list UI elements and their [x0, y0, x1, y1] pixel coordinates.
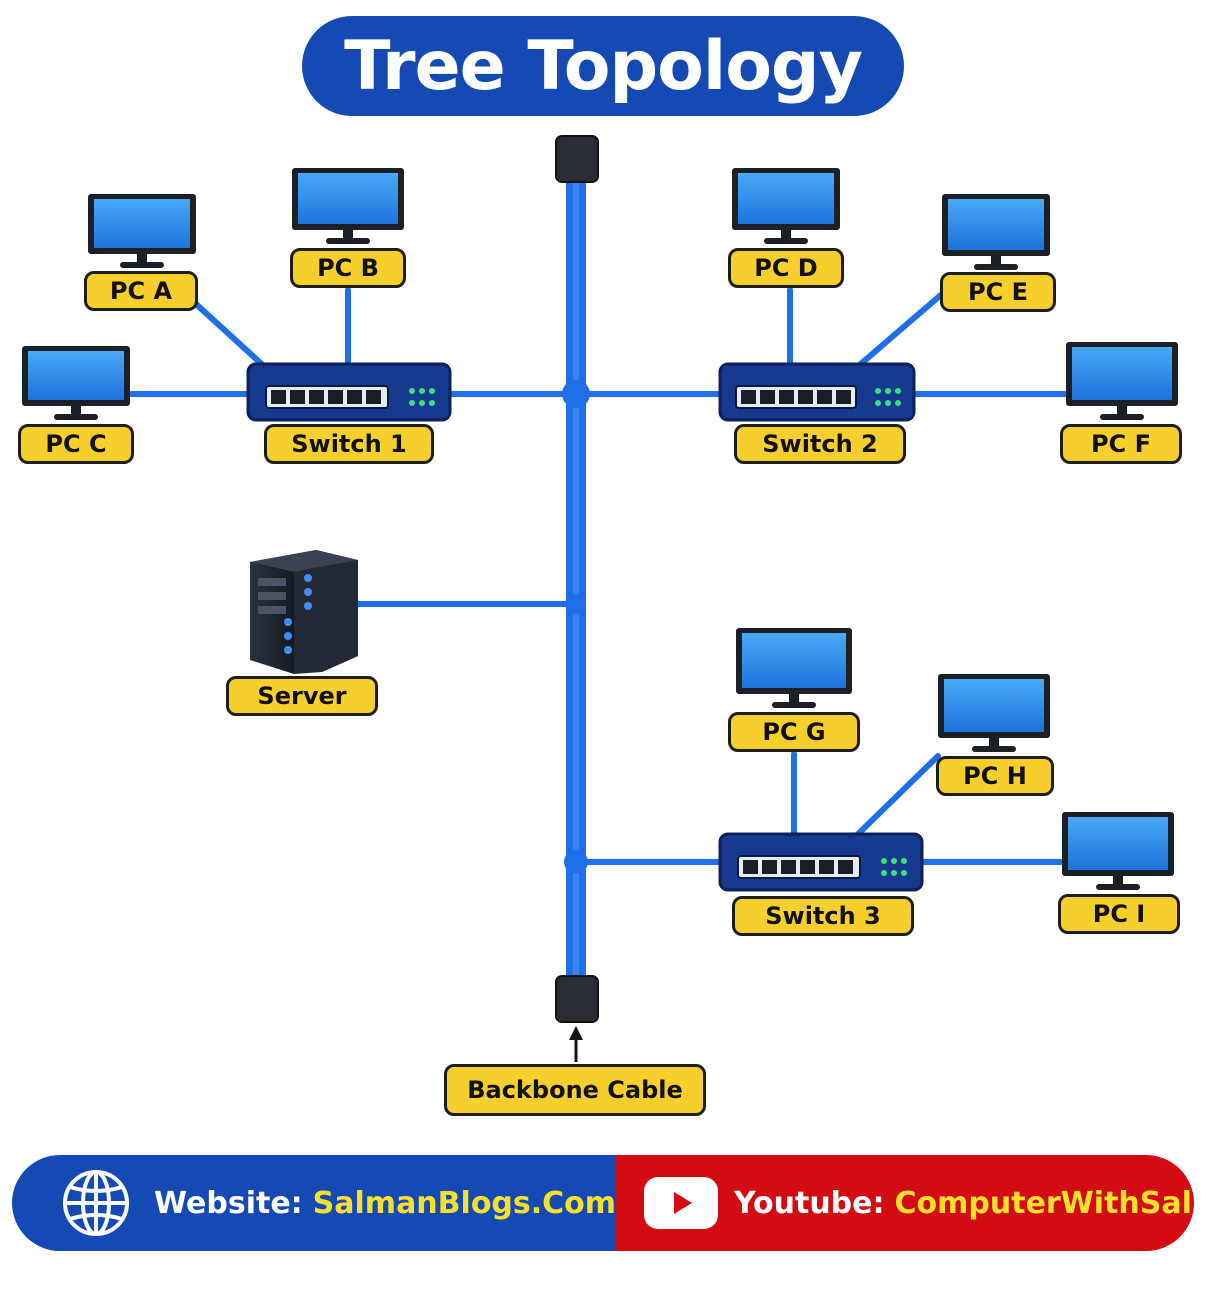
monitor-icon: [732, 168, 840, 244]
footer-website: Website: SalmanBlogs.Com: [12, 1155, 617, 1251]
label-switch-1: Switch 1: [264, 424, 434, 464]
monitor-icon: [938, 674, 1050, 752]
backbone-cable: [562, 178, 590, 982]
cable-pc-h-switch-3: [853, 753, 941, 839]
switch-icon: [246, 362, 452, 422]
switch-icon: [718, 832, 924, 892]
label-switch-2: Switch 2: [734, 424, 906, 464]
server-icon: [250, 550, 358, 674]
label-pc-f: PC F: [1060, 424, 1182, 464]
globe-icon: [63, 1170, 129, 1236]
label-switch-3: Switch 3: [732, 896, 914, 936]
switch-icon: [718, 362, 916, 422]
page-title: Tree Topology: [344, 26, 863, 106]
label-pc-g: PC G: [728, 712, 860, 752]
label-pc-b: PC B: [290, 248, 406, 288]
youtube-icon: [644, 1177, 719, 1229]
website-label: Website:: [154, 1185, 303, 1221]
cables: [125, 287, 1071, 865]
monitor-icon: [22, 346, 130, 420]
label-server: Server: [226, 676, 378, 716]
footer-banner: Website: SalmanBlogs.Com Youtube: Comput…: [12, 1155, 1194, 1251]
cable-pc-a-switch-1: [193, 301, 269, 371]
title-banner: Tree Topology: [302, 16, 904, 116]
monitor-icon: [942, 194, 1050, 270]
footer-youtube: Youtube: ComputerWithSalman: [616, 1155, 1194, 1251]
youtube-label: Youtube:: [734, 1185, 885, 1221]
terminator-icon: [555, 975, 599, 1023]
terminator-icon: [555, 135, 599, 183]
label-pc-e: PC E: [940, 272, 1056, 312]
label-pc-d: PC D: [728, 248, 844, 288]
monitor-icon: [88, 194, 196, 268]
label-pc-c: PC C: [18, 424, 134, 464]
monitor-icon: [292, 168, 404, 244]
label-backbone-cable: Backbone Cable: [444, 1064, 706, 1116]
cable-pc-e-switch-2: [853, 291, 945, 371]
label-pc-i: PC I: [1058, 894, 1180, 934]
monitor-icon: [736, 628, 852, 708]
arrow-up-icon: [569, 1026, 583, 1062]
label-pc-h: PC H: [936, 756, 1054, 796]
website-link[interactable]: SalmanBlogs.Com: [312, 1185, 617, 1221]
monitor-icon: [1062, 812, 1174, 890]
monitor-icon: [1066, 342, 1178, 420]
youtube-link[interactable]: ComputerWithSalman: [894, 1185, 1194, 1221]
label-pc-a: PC A: [84, 271, 198, 311]
